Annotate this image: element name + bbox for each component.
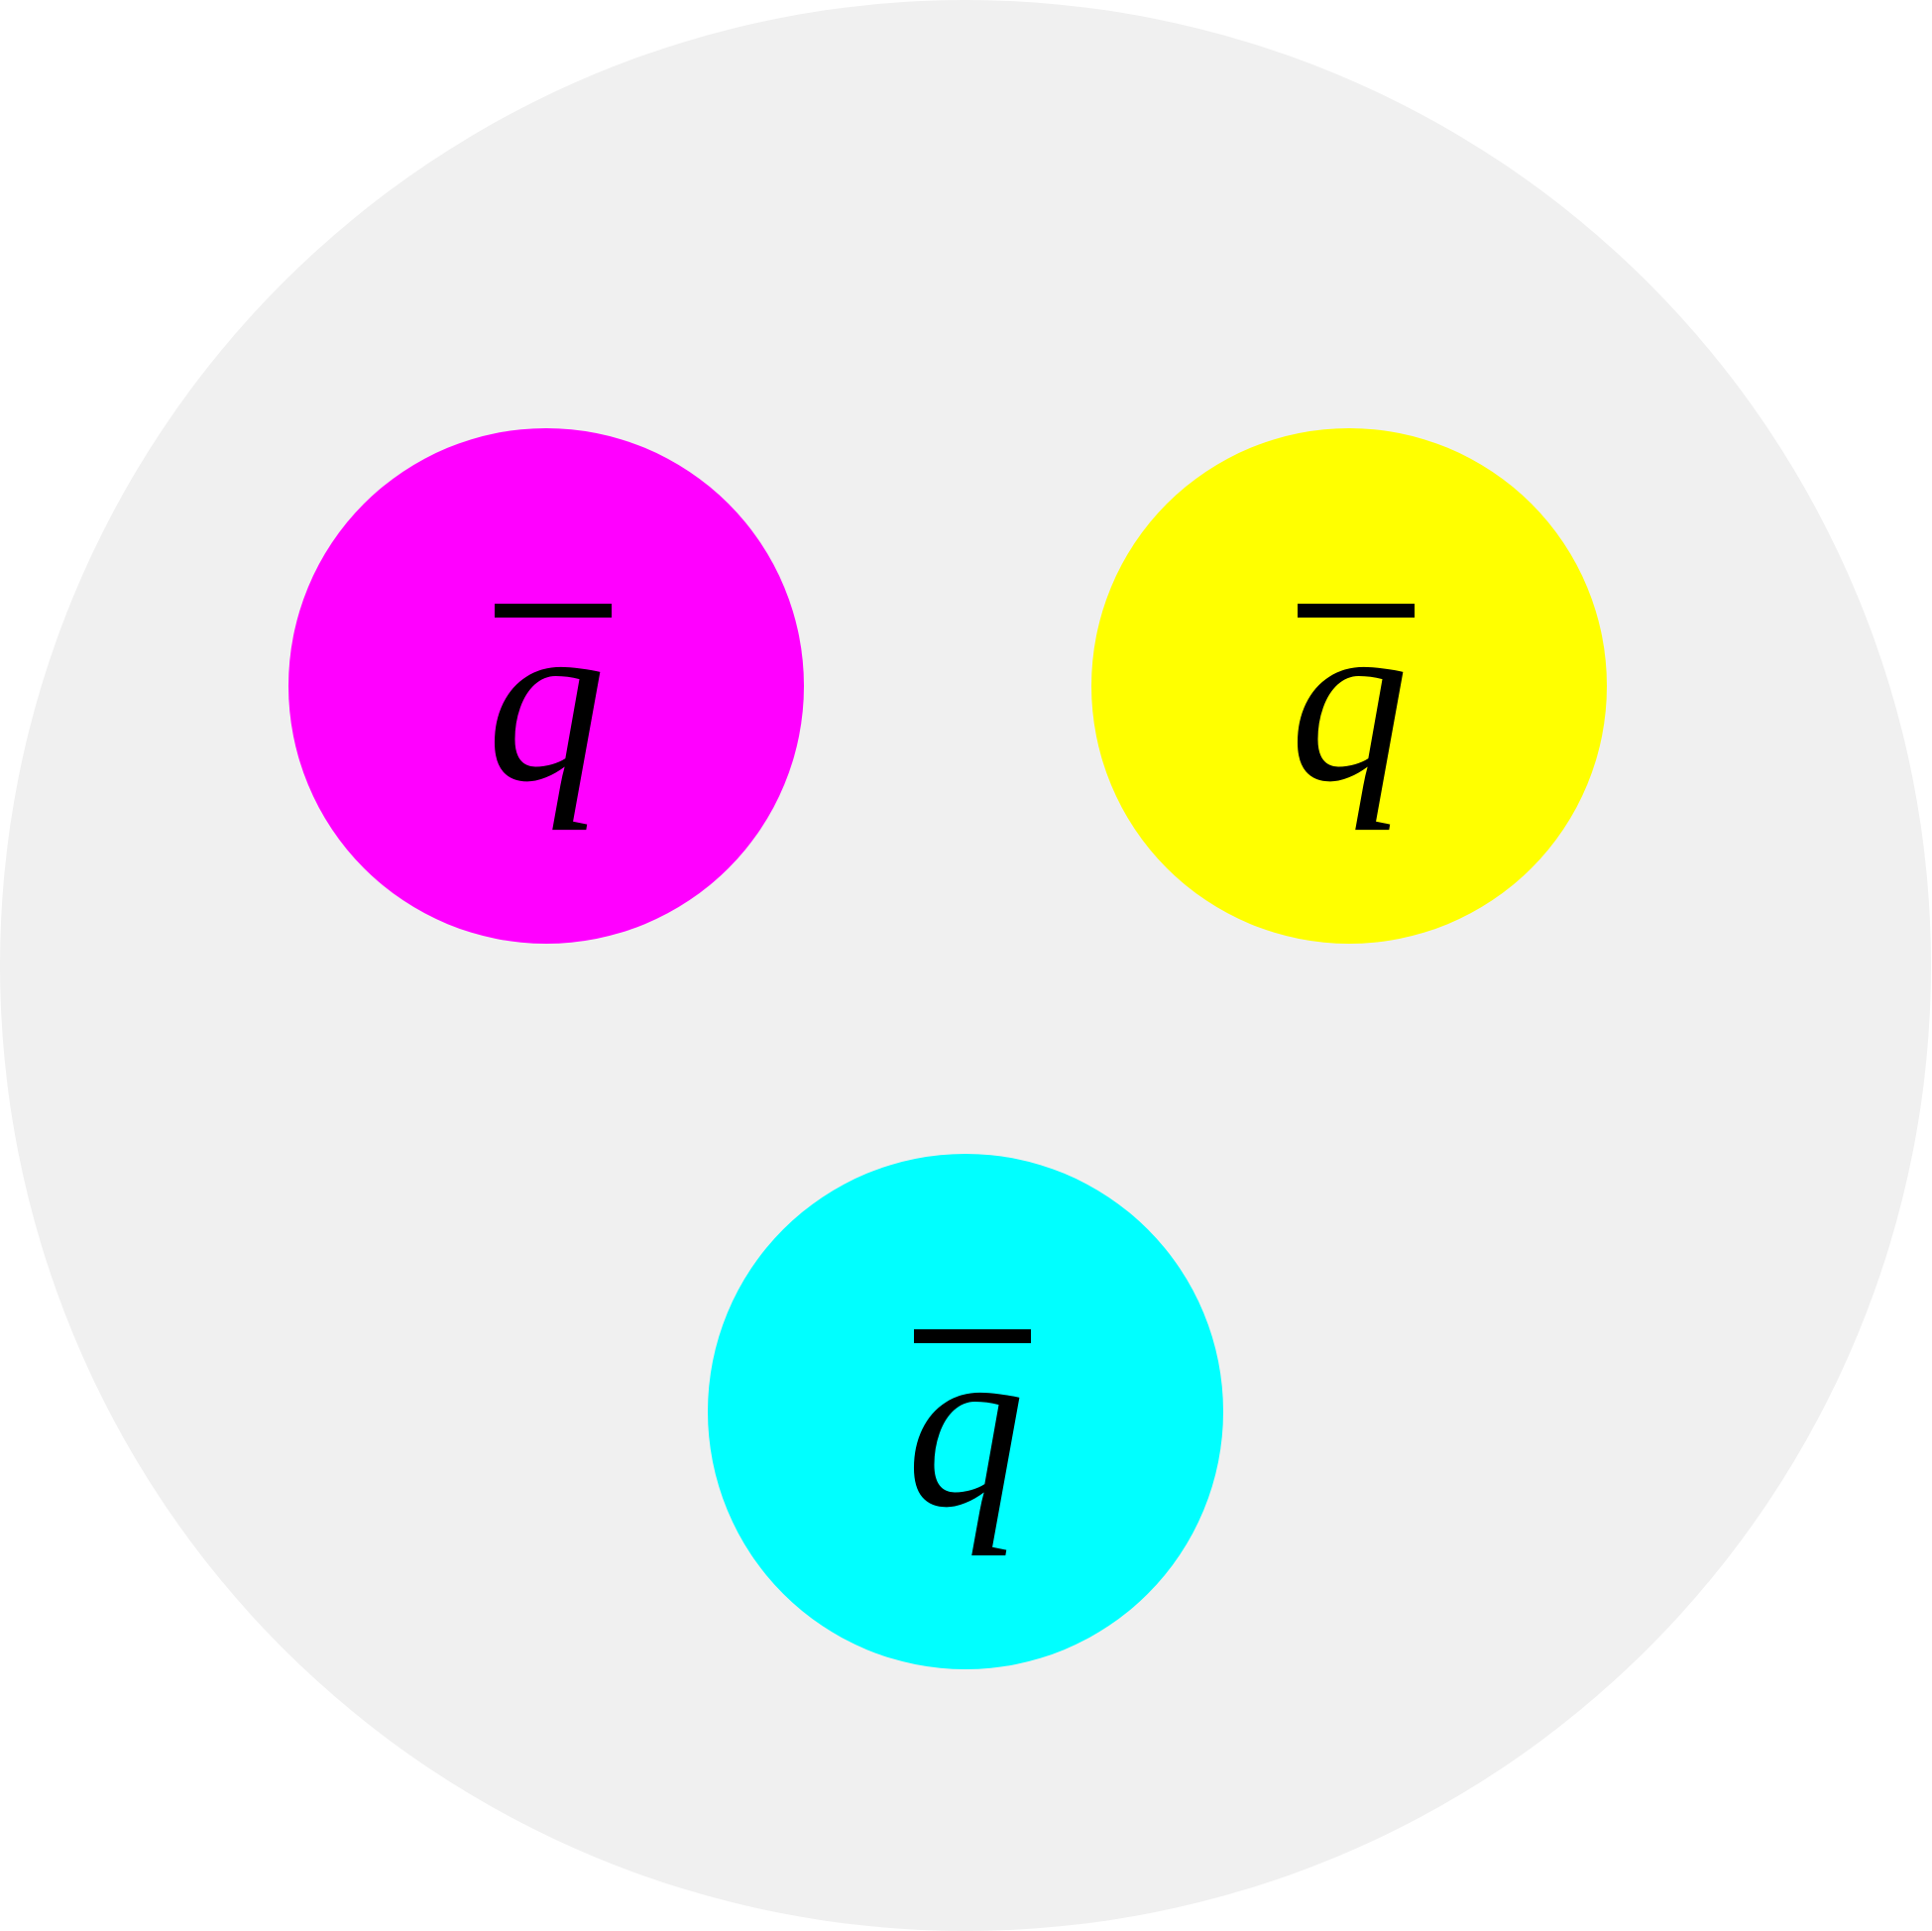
antiquark-yellow-bar: [1298, 604, 1415, 618]
antiquark-cyan-bar: [914, 1329, 1031, 1343]
antiquark-magenta: q: [288, 428, 804, 944]
antiquark-magenta-circle: [288, 428, 804, 944]
antiquark-magenta-bar: [495, 604, 612, 618]
antiquark-magenta-label: q: [487, 567, 606, 831]
antiquark-cyan-circle: [708, 1154, 1223, 1669]
antiquark-cyan: q: [708, 1154, 1223, 1669]
antiquark-yellow: q: [1091, 428, 1607, 944]
antiquark-cyan-label: q: [906, 1293, 1025, 1556]
antiquark-yellow-circle: [1091, 428, 1607, 944]
antiquark-yellow-label: q: [1290, 567, 1409, 831]
